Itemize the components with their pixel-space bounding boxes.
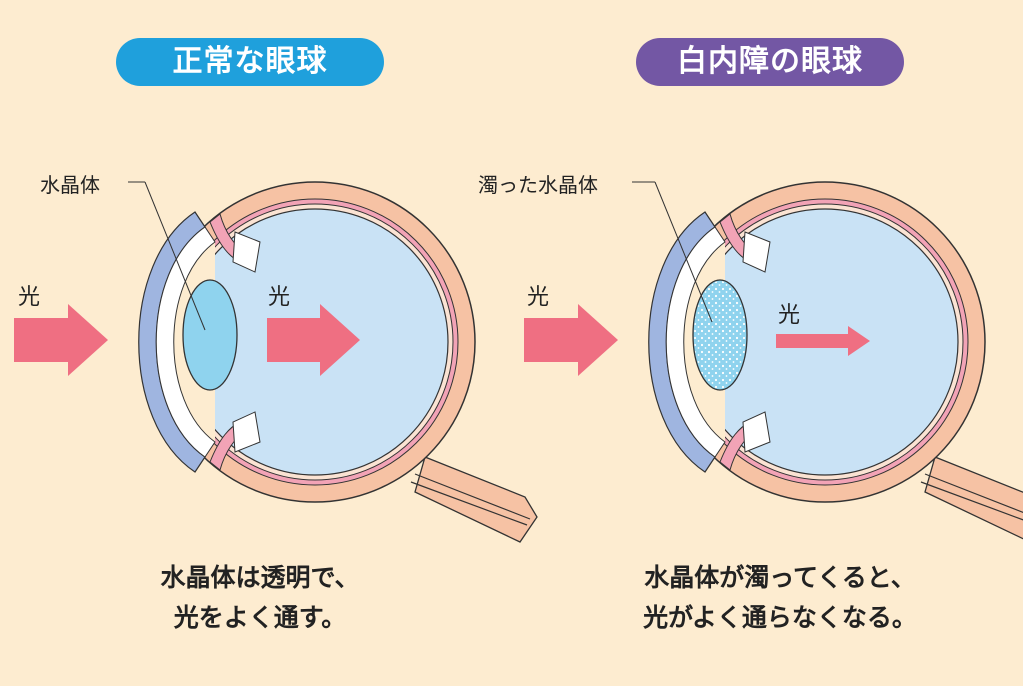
light-arrow-outside-right — [524, 304, 618, 376]
lens-label: 水晶体 — [40, 173, 100, 197]
normal-caption-line2: 光をよく通す。 — [173, 603, 347, 632]
cloudy-lens-label-leader — [654, 181, 713, 323]
clear-lens — [182, 279, 238, 391]
cataract-caption-line1: 水晶体が濁ってくると、 — [644, 563, 916, 592]
light-label-outside-right: 光 — [527, 285, 549, 310]
cataract-eye-title: 白内障の眼球 — [636, 38, 904, 86]
cloudy-lens-label: 濁った水晶体 — [478, 173, 598, 197]
light-label-inside-right: 光 — [778, 303, 800, 328]
normal-caption-line1: 水晶体は透明で、 — [160, 563, 360, 592]
normal-eye-title: 正常な眼球 — [116, 38, 384, 86]
cloudy-lens-spots — [694, 281, 746, 389]
light-arrow-outside-left — [14, 304, 108, 376]
light-arrow-inside-right — [776, 326, 870, 356]
light-label-inside-left: 光 — [268, 285, 290, 310]
light-label-outside-left: 光 — [18, 285, 40, 310]
cataract-caption-line2: 光がよく通らなくなる。 — [643, 603, 917, 632]
cataract-eye-caption: 水晶体が濁ってくると、 光がよく通らなくなる。 — [560, 558, 1000, 638]
light-arrow-inside-left — [267, 304, 360, 376]
lens-label-leader — [144, 181, 206, 331]
normal-eye-caption: 水晶体は透明で、 光をよく通す。 — [40, 558, 480, 638]
